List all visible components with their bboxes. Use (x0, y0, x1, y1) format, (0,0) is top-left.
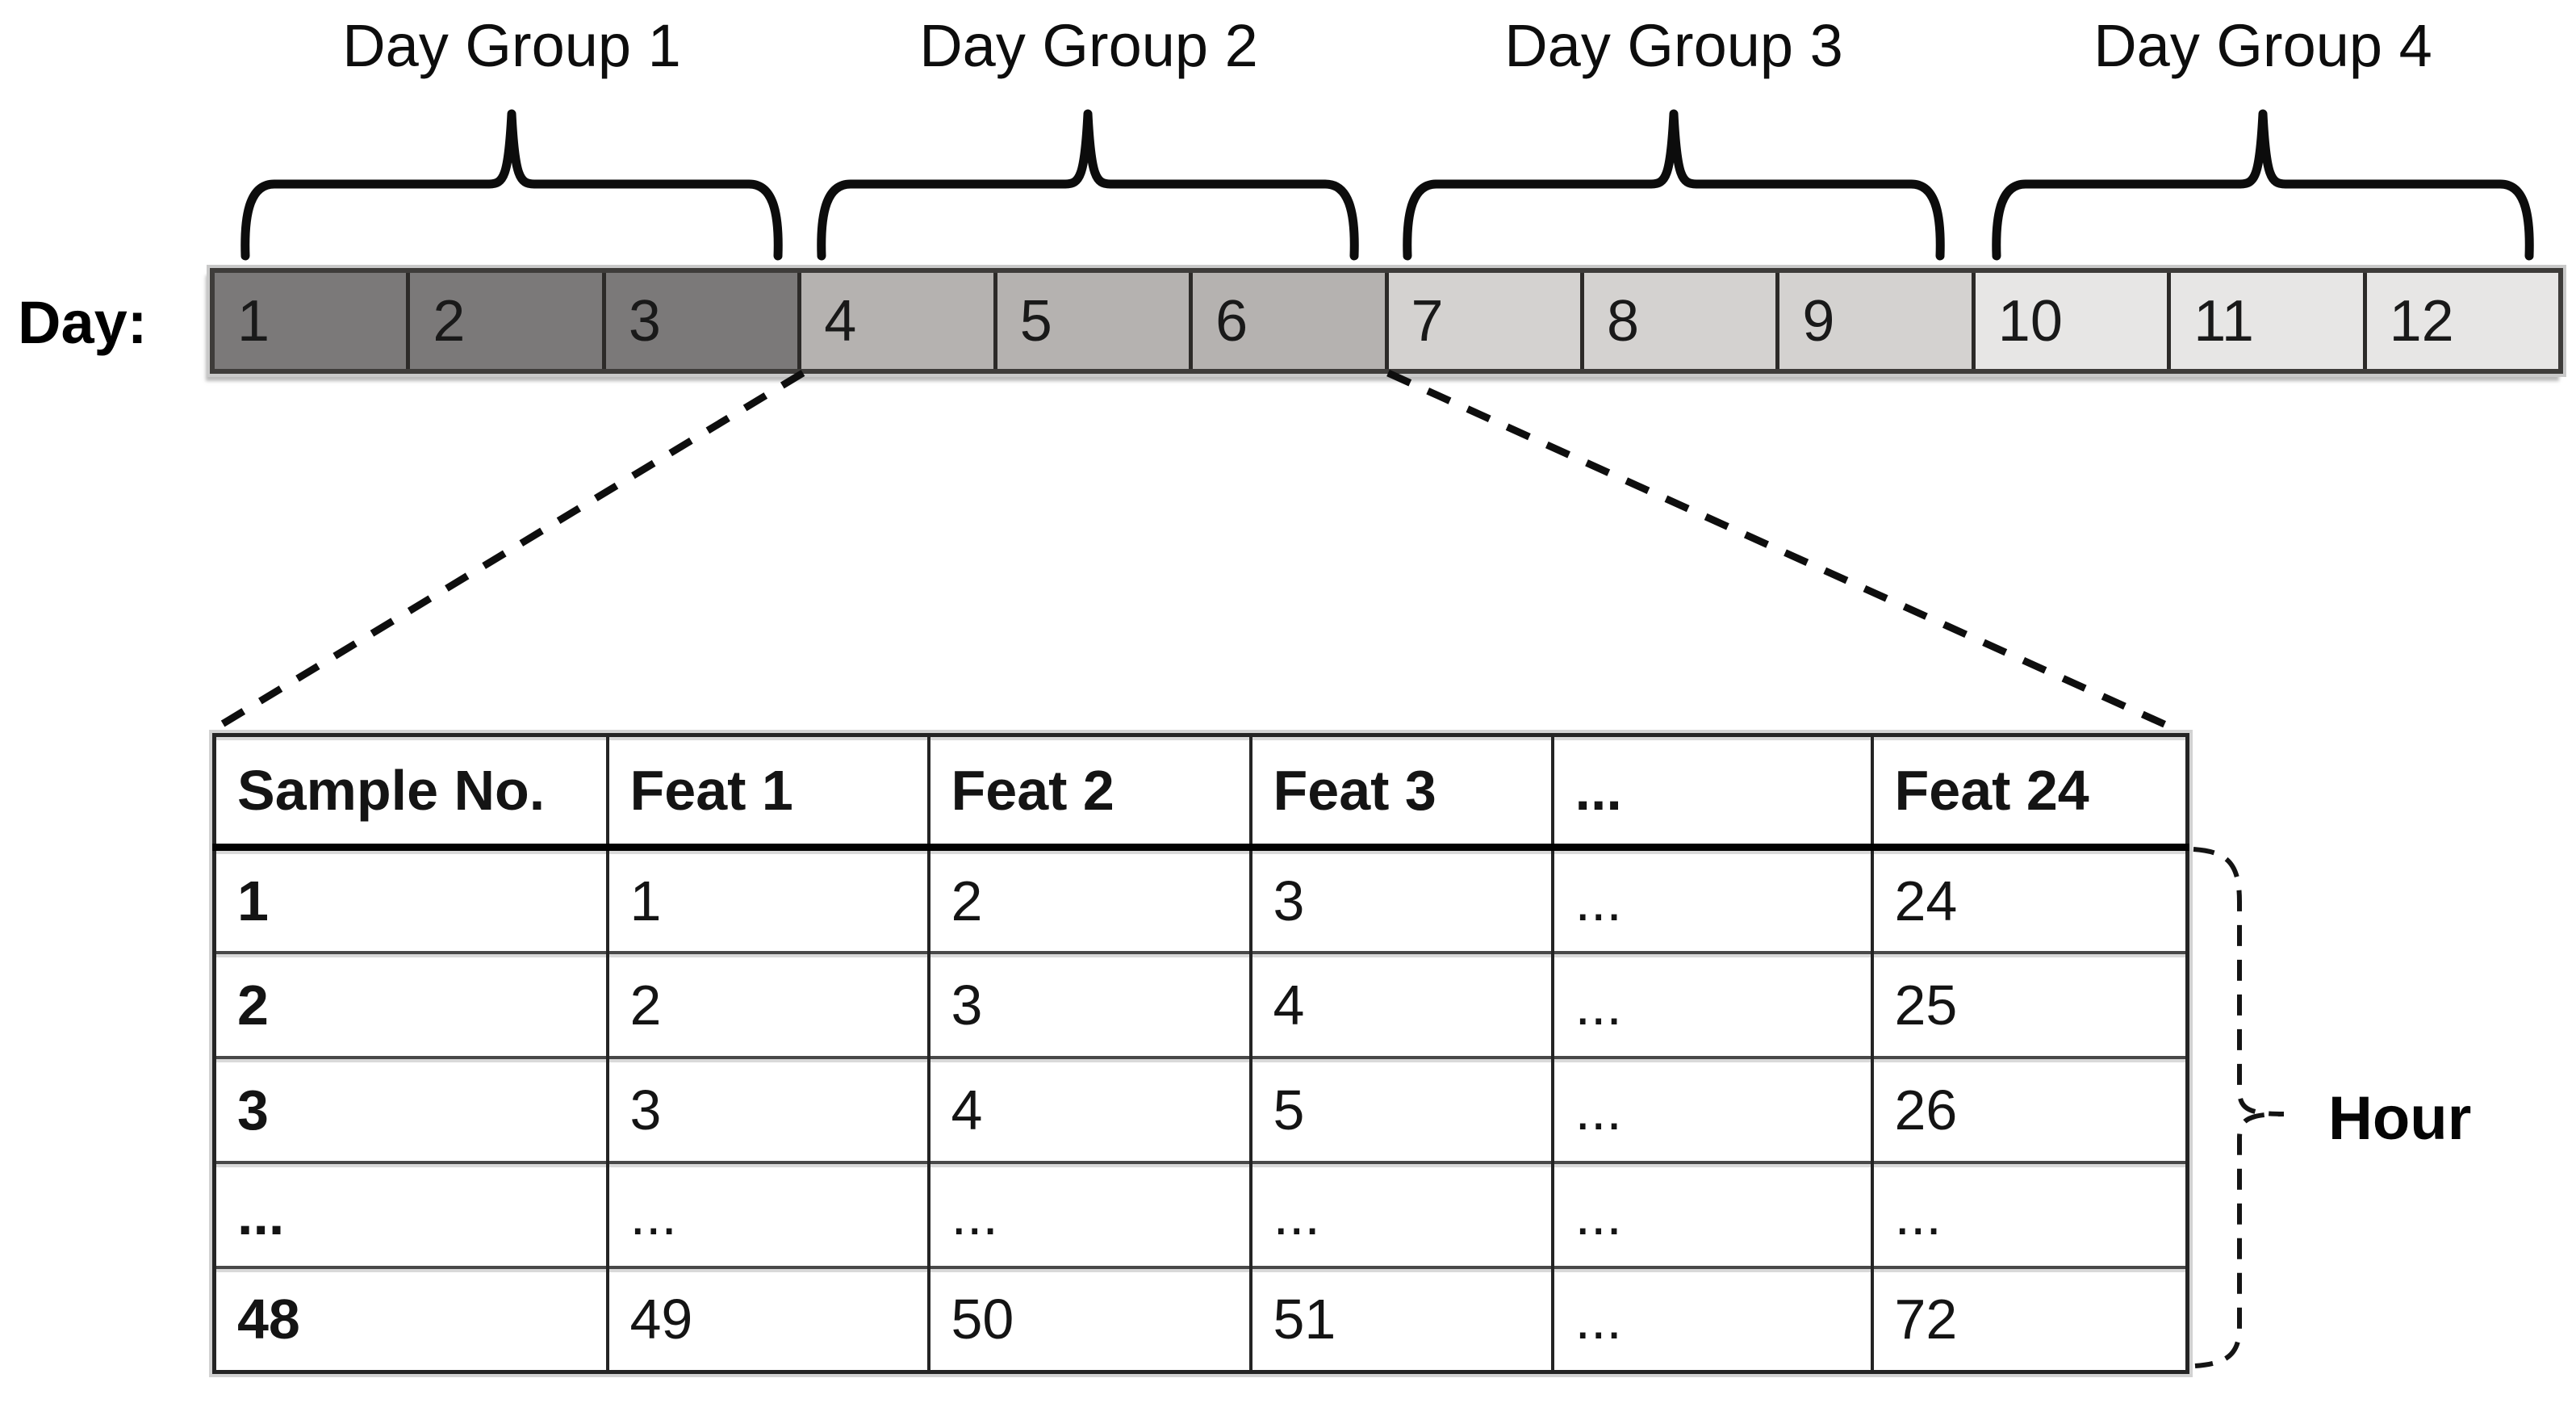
table-cell: ... (1550, 1162, 1872, 1267)
table-cell: 25 (1870, 952, 2188, 1058)
day-cell-12: 12 (2362, 273, 2559, 369)
table-cell: ... (926, 1162, 1251, 1267)
day-cell-10: 10 (1971, 273, 2168, 369)
table-cell: ... (605, 1162, 929, 1267)
table-cell: ... (1550, 1267, 1872, 1372)
table-cell: 72 (1870, 1267, 2188, 1372)
day-bar: 1 2 3 4 5 6 7 8 9 10 11 12 (207, 265, 2566, 377)
day-cell-5: 5 (993, 273, 1190, 369)
table-cell: 2 (926, 847, 1251, 953)
table-cell: ... (215, 1162, 608, 1267)
day-cell-2: 2 (406, 273, 602, 369)
table-row: 3 3 4 5 ... 26 (214, 1057, 2188, 1162)
column-header-feat-3: Feat 3 (1248, 735, 1553, 851)
day-group-4-label: Day Group 4 (2093, 12, 2432, 79)
table-cell: 2 (215, 953, 608, 1058)
day-group-2-brace-icon (817, 109, 1359, 261)
day-group-2-label: Day Group 2 (919, 12, 1258, 79)
day-cell-4: 4 (797, 273, 993, 369)
table-cell: 3 (926, 952, 1251, 1058)
table-cell: 3 (215, 1058, 608, 1162)
table-row: 2 2 3 4 ... 25 (214, 952, 2188, 1058)
day-group-3-label: Day Group 3 (1504, 12, 1843, 79)
table-cell: 51 (1248, 1267, 1553, 1372)
table-cell: 2 (605, 952, 929, 1058)
table-cell: 1 (215, 848, 608, 953)
table-cell: ... (1550, 847, 1872, 953)
column-header-sample-no: Sample No. (214, 735, 608, 851)
day-cell-8: 8 (1579, 273, 1776, 369)
day-cell-3: 3 (601, 273, 798, 369)
day-axis-label: Day: (18, 289, 148, 356)
table-cell: 49 (605, 1267, 929, 1372)
table-row: 48 49 50 51 ... 72 (214, 1267, 2188, 1372)
table-cell: 4 (926, 1057, 1251, 1162)
table-cell: 26 (1870, 1057, 2188, 1162)
table-cell: 1 (605, 847, 929, 953)
day-group-3-brace-icon (1403, 109, 1945, 261)
day-cell-11: 11 (2167, 273, 2363, 369)
table-cell: 50 (926, 1267, 1251, 1372)
table-cell: 5 (1248, 1057, 1553, 1162)
day-cell-7: 7 (1384, 273, 1580, 369)
hour-label: Hour (2328, 1084, 2472, 1153)
column-header-feat-2: Feat 2 (926, 735, 1251, 851)
day-group-1-label: Day Group 1 (342, 12, 681, 79)
table-cell: 24 (1870, 847, 2188, 953)
table-row: 1 1 2 3 ... 24 (215, 847, 2188, 953)
table-cell: 3 (605, 1057, 929, 1162)
table-row: ... ... ... ... ... ... (214, 1162, 2188, 1267)
table-cell: ... (1248, 1162, 1553, 1267)
table-header-row: Sample No. Feat 1 Feat 2 Feat 3 ... Feat… (214, 735, 2188, 851)
table-cell: ... (1550, 1057, 1872, 1162)
column-header-feat-24: Feat 24 (1870, 735, 2188, 851)
table-cell: ... (1550, 952, 1872, 1058)
column-header-ellipsis: ... (1550, 735, 1872, 851)
day-group-4-brace-icon (1992, 109, 2534, 261)
table-cell: 48 (215, 1267, 608, 1372)
day-group-1-brace-icon (240, 109, 783, 261)
connector-left-dashed-line (217, 370, 805, 729)
table-cell: ... (1870, 1162, 2188, 1267)
connector-right-dashed-line (1386, 369, 2177, 733)
table-cell: 3 (1248, 847, 1553, 953)
table-cell: 4 (1248, 952, 1553, 1058)
sample-feature-table: Sample No. Feat 1 Feat 2 Feat 3 ... Feat… (209, 730, 2193, 1377)
day-cell-1: 1 (215, 273, 407, 369)
column-header-feat-1: Feat 1 (605, 735, 929, 851)
day-cell-9: 9 (1775, 273, 1972, 369)
day-cell-6: 6 (1189, 273, 1385, 369)
